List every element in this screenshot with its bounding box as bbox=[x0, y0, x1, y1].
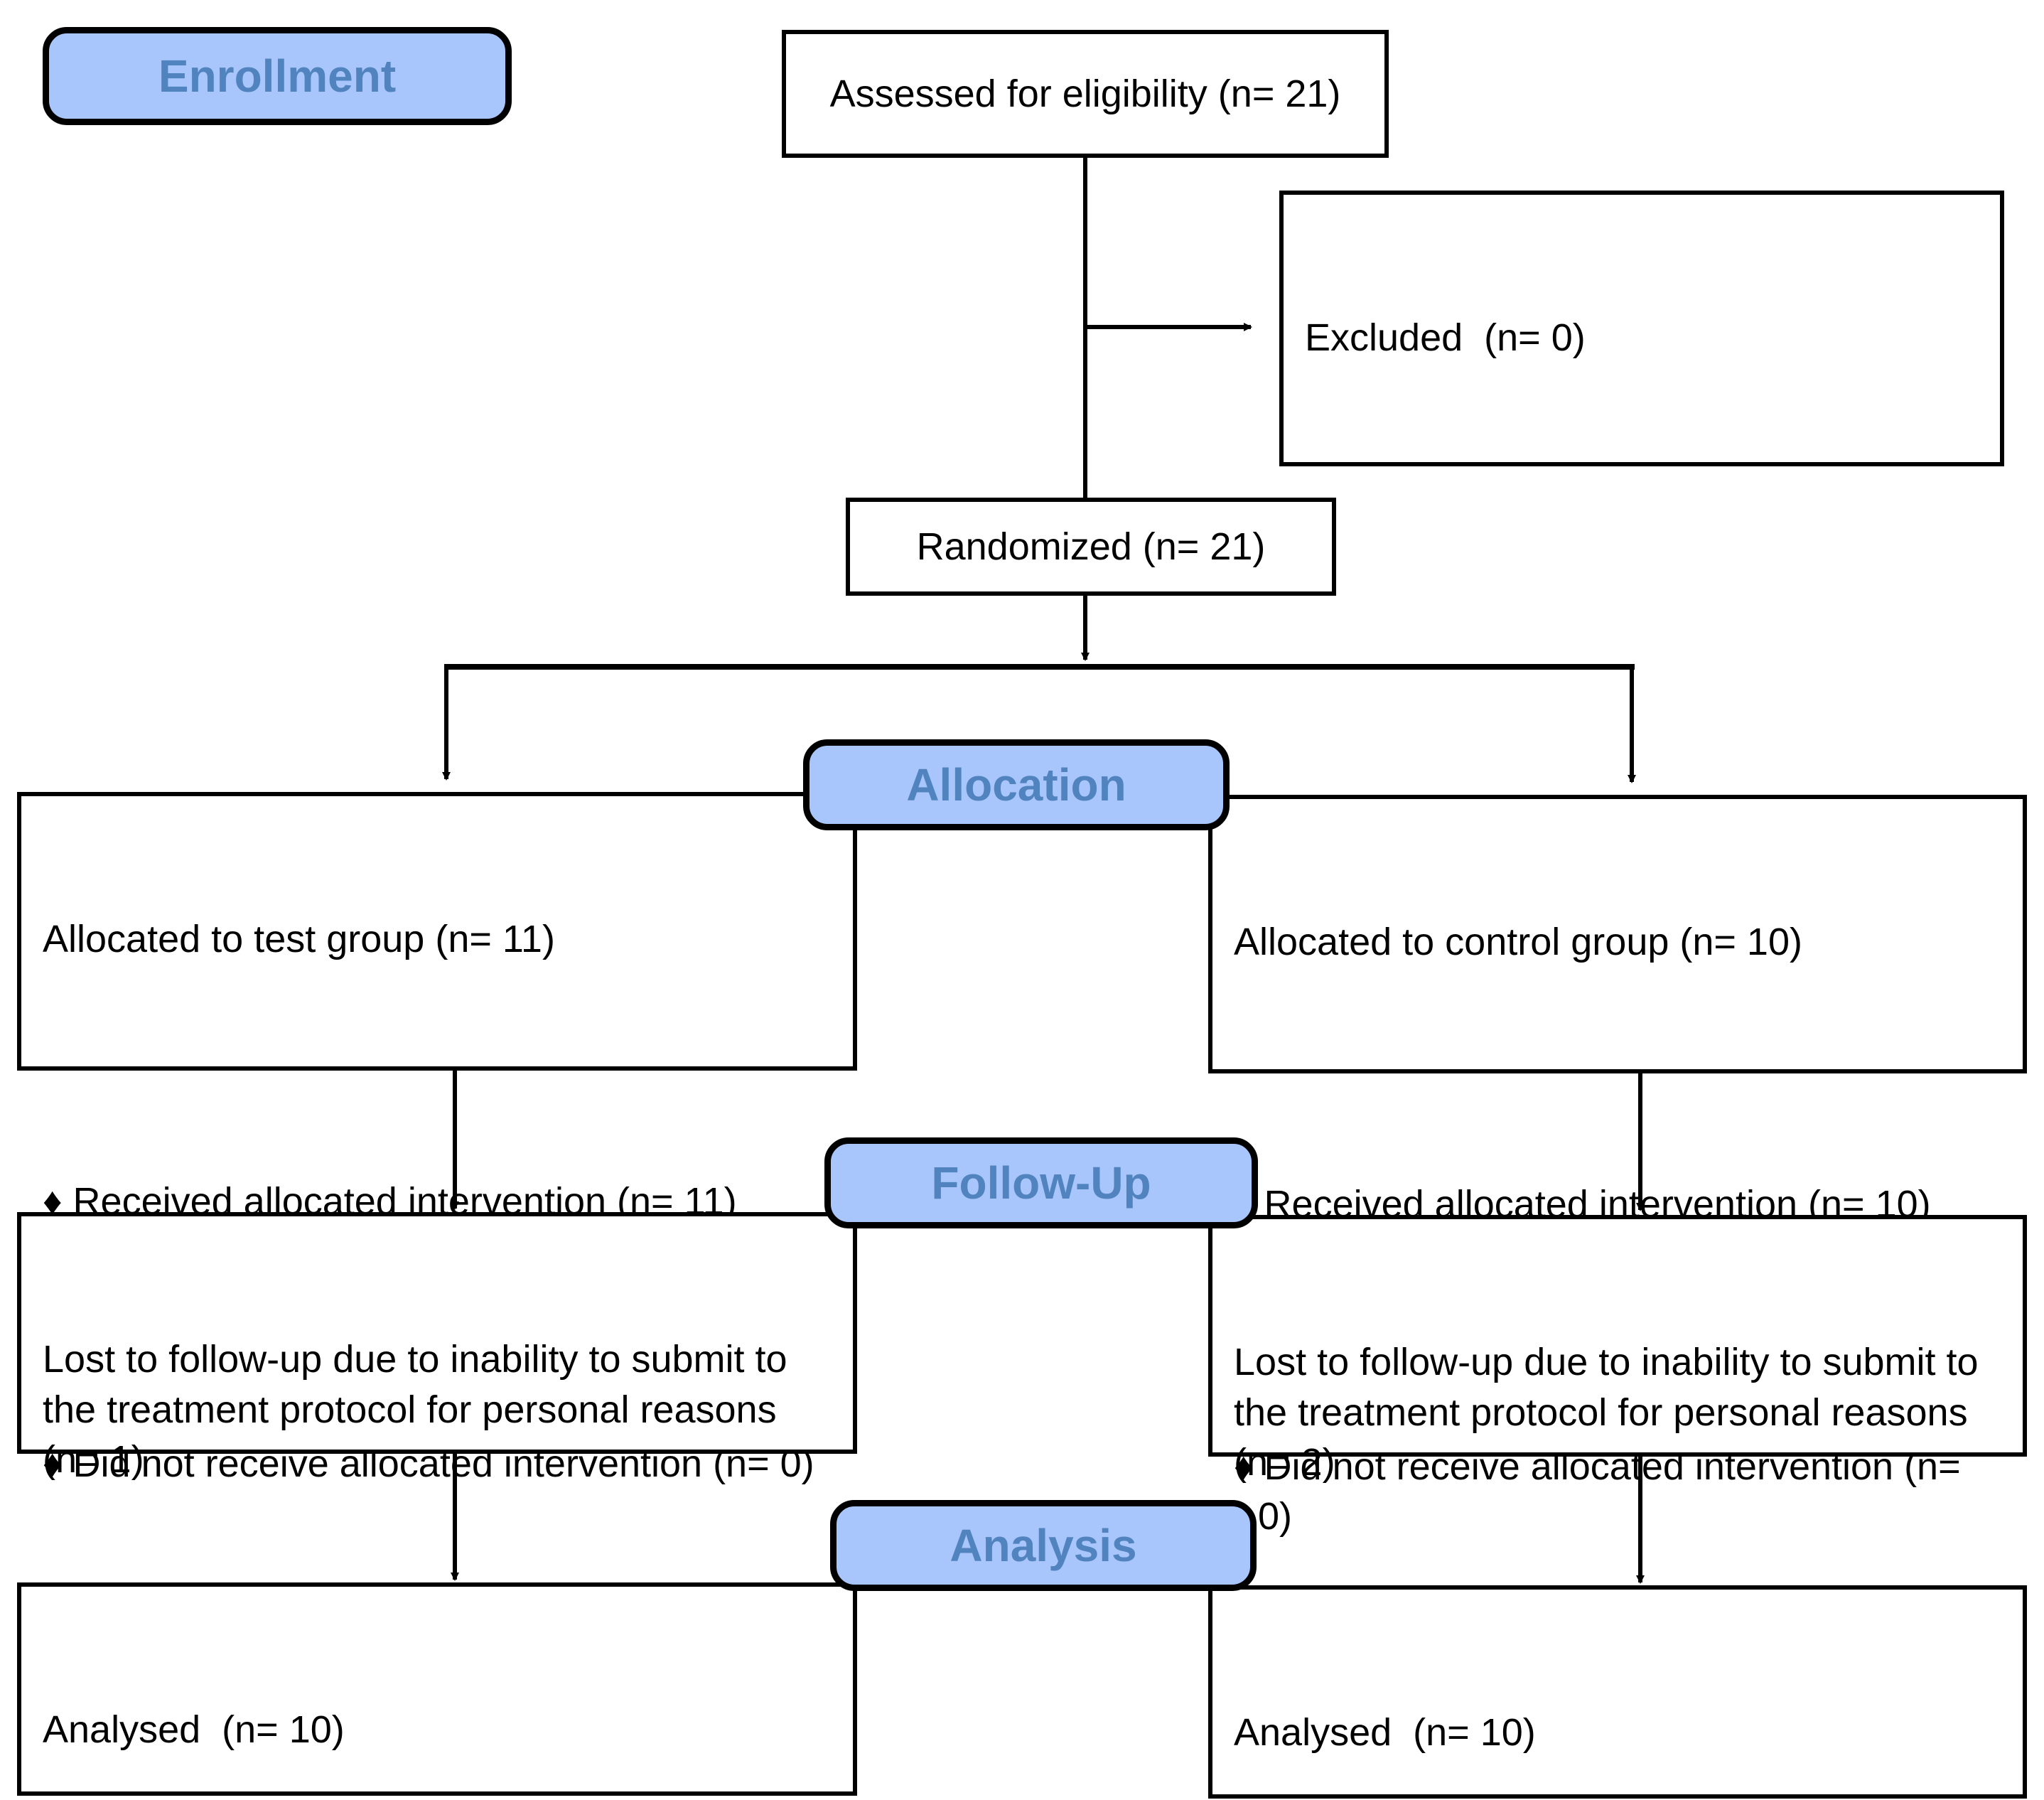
box-allocated-control-group: Allocated to control group (n= 10) ♦ Rec… bbox=[1208, 795, 2027, 1538]
stage-banner-followup-label: Follow-Up bbox=[931, 1157, 1151, 1209]
box-lost-followup-control: Lost to follow-up due to inability to su… bbox=[1208, 1215, 2027, 1484]
box-analysed-control: Analysed (n= 10) ♦ Excluded from analysi… bbox=[1208, 1585, 2027, 1799]
box-excluded: Excluded (n= 0) bbox=[1279, 191, 2004, 466]
stage-banner-allocation-label: Allocation bbox=[906, 759, 1126, 810]
spacer bbox=[1234, 1067, 2001, 1080]
box-assessed-text: Assessed for eligibility (n= 21) bbox=[829, 72, 1341, 115]
alloc-control-heading: Allocated to control group (n= 10) bbox=[1234, 921, 1802, 964]
box-assessed-for-eligibility: Assessed for eligibility (n= 21) bbox=[782, 30, 1389, 158]
stage-banner-analysis-label: Analysis bbox=[950, 1520, 1137, 1571]
box-allocated-test-group: Allocated to test group (n= 11) ♦ Receiv… bbox=[17, 792, 857, 1485]
box-excluded-text: Excluded (n= 0) bbox=[1305, 316, 1586, 360]
box-lost-followup-test: Lost to follow-up due to inability to su… bbox=[17, 1212, 857, 1481]
spacer bbox=[43, 1064, 832, 1077]
followup-test-text: Lost to follow-up due to inability to su… bbox=[43, 1338, 798, 1481]
stage-banner-allocation: Allocation bbox=[803, 739, 1230, 830]
followup-control-text: Lost to follow-up due to inability to su… bbox=[1234, 1341, 1989, 1484]
stage-banner-followup: Follow-Up bbox=[824, 1137, 1258, 1228]
box-randomized-text: Randomized (n= 21) bbox=[916, 525, 1266, 568]
stage-banner-analysis: Analysis bbox=[830, 1500, 1257, 1591]
analysis-control-heading: Analysed (n= 10) bbox=[1234, 1711, 1536, 1755]
analysis-test-heading: Analysed (n= 10) bbox=[43, 1708, 345, 1752]
box-randomized: Randomized (n= 21) bbox=[846, 498, 1336, 596]
alloc-test-heading: Allocated to test group (n= 11) bbox=[43, 918, 555, 961]
box-analysed-test: Analysed (n= 10) ♦ Excluded from analysi… bbox=[17, 1582, 857, 1796]
stage-banner-enrollment-label: Enrollment bbox=[158, 50, 397, 102]
stage-banner-enrollment: Enrollment bbox=[43, 27, 512, 125]
